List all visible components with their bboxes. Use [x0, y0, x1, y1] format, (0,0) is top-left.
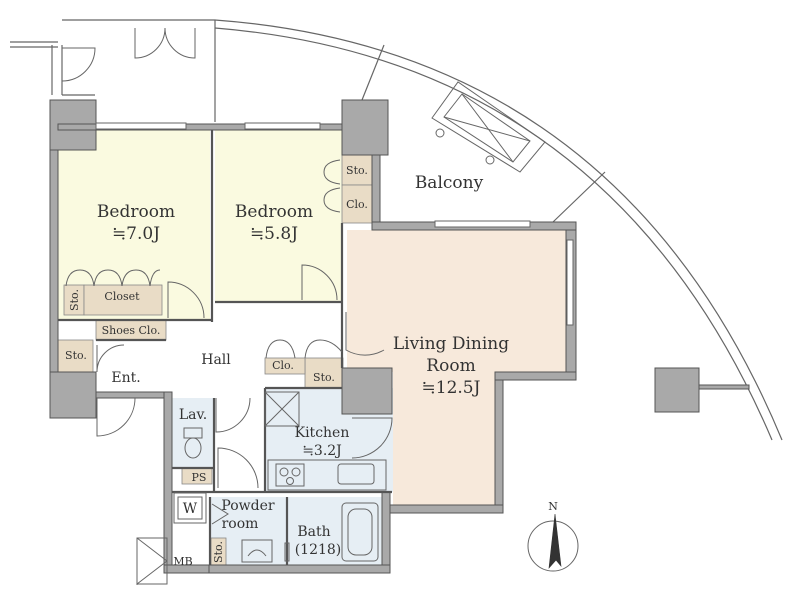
powder-sink-icon: [241, 539, 273, 563]
hall-label: Hall: [201, 352, 231, 368]
room-labels: Bedroom ≒7.0J Bedroom ≒5.8J Living Dinin…: [97, 173, 509, 558]
entrance-label: Ent.: [111, 370, 140, 386]
fridge-space: [264, 391, 300, 427]
bedroom-2-label: Bedroom: [235, 202, 313, 222]
living-size: ≒12.5J: [422, 378, 481, 398]
interior-walls: [58, 130, 392, 565]
wall-outer-right-column: [654, 367, 700, 413]
bath-door: [284, 542, 290, 562]
bathtub-icon: [341, 502, 379, 562]
sto-bedroom2-label: Sto.: [346, 164, 368, 177]
wall-bottom: [204, 564, 391, 574]
sto-powder-label: Sto.: [212, 541, 225, 563]
mb-door-frame: [136, 537, 168, 585]
balcony-label: Balcony: [415, 173, 484, 193]
powder-label-line2: room: [222, 516, 259, 532]
bathroom-fixtures: [173, 427, 379, 563]
meter-box-label: MB: [173, 555, 192, 568]
wall-mid-column: [341, 99, 389, 156]
balcony-unit: [431, 81, 546, 173]
powder-label-line1: Powder: [221, 498, 275, 514]
sto-closet-label: Sto.: [68, 289, 81, 311]
window-bedroom2: [244, 122, 321, 130]
compass-north-label: N: [548, 500, 558, 513]
counter: [267, 459, 387, 491]
lavatory-floor: [172, 398, 214, 468]
compass: N: [527, 500, 579, 572]
living-floor: [347, 230, 566, 505]
clo-kitchen: [264, 357, 306, 375]
wall-mb-bottom: [163, 564, 210, 574]
window-living-top: [434, 220, 531, 228]
kitchen-label: Kitchen: [295, 425, 350, 441]
wall-ent-bottom: [95, 391, 165, 399]
kitchen-size: ≒3.2J: [302, 443, 342, 459]
living-label-line2: Room: [426, 356, 475, 376]
wall-lav-left: [163, 391, 173, 573]
sto-kitchen-label: Sto.: [313, 371, 335, 384]
wall-living-inner-right: [494, 379, 504, 514]
wall-bath-right: [381, 491, 391, 573]
closet-area: [83, 284, 163, 316]
room-floors: [58, 130, 566, 565]
clo-bedroom2-label: Clo.: [346, 198, 368, 211]
toilet-icon: [183, 427, 203, 459]
wall-living-bottom-right: [494, 371, 577, 381]
bath-size: (1218): [295, 542, 342, 558]
wall-outer-right-stub: [698, 384, 750, 390]
shoes-closet-label: Shoes Clo.: [102, 324, 161, 337]
bedroom-1-label: Bedroom: [97, 202, 175, 222]
wall-living-bottom: [384, 504, 504, 514]
closet-label: Closet: [104, 290, 140, 303]
stove-icon: [275, 463, 305, 487]
window-bedroom1: [95, 122, 187, 130]
closet-doors: [65, 159, 343, 359]
ps-label: PS: [192, 471, 207, 484]
washer-label: W: [183, 501, 198, 517]
living-label-line1: Living Dining: [393, 334, 509, 354]
window-living-right: [566, 239, 574, 326]
upper-outline: [10, 19, 606, 223]
bedroom-2-size: ≒5.8J: [250, 224, 298, 244]
balcony-railing: [214, 19, 783, 441]
windows: [95, 122, 574, 326]
sink-icon: [337, 463, 375, 485]
washer-space: [173, 492, 207, 524]
doors: [61, 27, 393, 585]
kitchen-fixtures: [264, 391, 387, 491]
north-arrow-icon: [548, 513, 562, 569]
wall-right-mid: [371, 154, 381, 224]
bedroom-2-floor: [215, 130, 342, 302]
storage-labels: Sto. Clo. Sto. Closet Shoes Clo. Sto. Cl…: [65, 164, 368, 568]
bath-label: Bath: [297, 524, 330, 540]
bath-floor: [287, 497, 382, 565]
clo-kitchen-label: Clo.: [272, 359, 294, 372]
wall-left-base: [49, 371, 97, 419]
powder-door-swing: [211, 503, 229, 525]
sto-entrance-label: Sto.: [65, 349, 87, 362]
wall-kitchen-column: [341, 367, 393, 415]
bedroom-1-size: ≒7.0J: [112, 224, 160, 244]
sto-kitchen: [304, 357, 344, 389]
lavatory-label: Lav.: [179, 407, 207, 423]
